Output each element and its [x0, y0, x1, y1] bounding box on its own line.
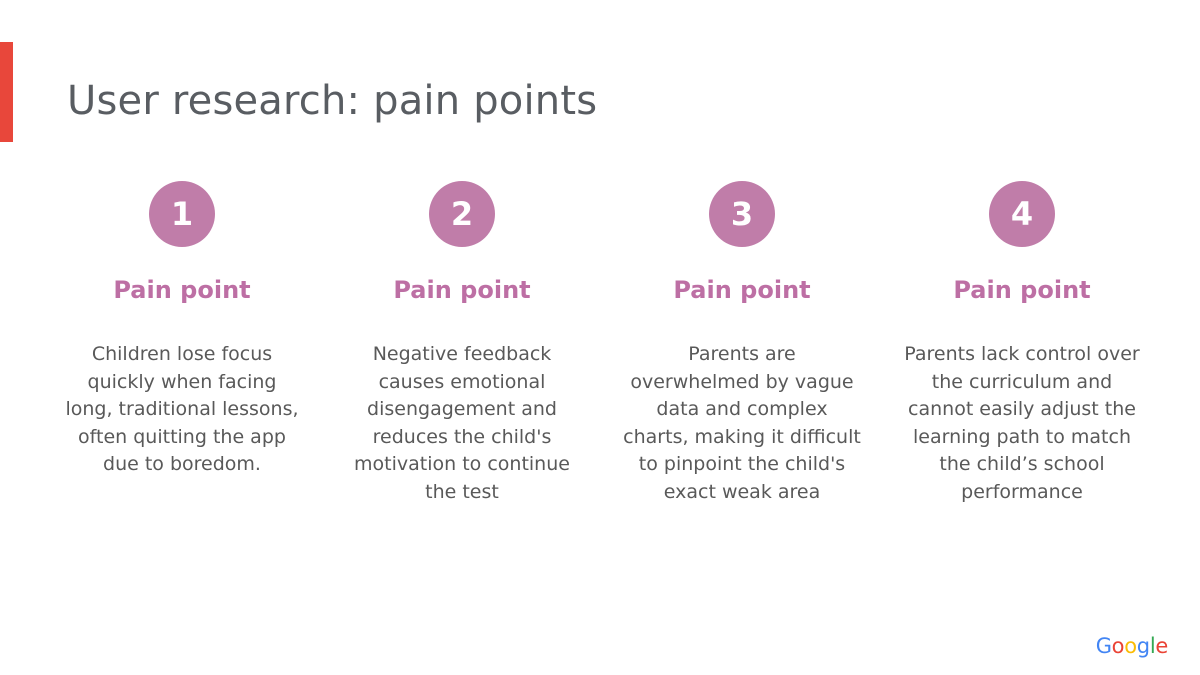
circle-number: 2	[450, 195, 474, 233]
pain-point-column-1: 1 Pain point Children lose focus quickly…	[42, 181, 322, 506]
number-circle-2: 2	[429, 181, 495, 247]
google-logo-letter: o	[1124, 634, 1137, 658]
column-heading: Pain point	[953, 276, 1091, 304]
column-heading: Pain point	[393, 276, 531, 304]
number-circle-1: 1	[149, 181, 215, 247]
pain-point-column-3: 3 Pain point Parents are overwhelmed by …	[602, 181, 882, 506]
circle-number: 4	[1010, 195, 1034, 233]
column-body-text: Parents lack control over the curriculum…	[904, 343, 1140, 503]
column-heading: Pain point	[673, 276, 811, 304]
column-body-text: Parents are overwhelmed by vague data an…	[623, 343, 861, 503]
google-logo-letter: e	[1155, 634, 1168, 658]
google-logo: Google	[1095, 634, 1169, 658]
google-logo-letter: o	[1111, 634, 1125, 658]
circle-number: 1	[170, 195, 194, 233]
number-circle-4: 4	[989, 181, 1055, 247]
google-logo-letter: l	[1149, 634, 1156, 658]
pain-point-column-4: 4 Pain point Parents lack control over t…	[882, 181, 1162, 506]
number-circle-3: 3	[709, 181, 775, 247]
red-accent-bar	[0, 42, 13, 142]
pain-point-column-2: 2 Pain point Negative feedback causes em…	[322, 181, 602, 506]
page-title: User research: pain points	[67, 78, 598, 124]
google-logo-letter: g	[1136, 634, 1150, 658]
pain-points-grid: 1 Pain point Children lose focus quickly…	[42, 181, 1162, 506]
column-body-text: Children lose focus quickly when facing …	[65, 343, 299, 475]
google-logo-letter: G	[1095, 634, 1112, 658]
circle-number: 3	[730, 195, 754, 233]
column-body-text: Negative feedback causes emotional disen…	[354, 343, 570, 503]
column-heading: Pain point	[113, 276, 251, 304]
